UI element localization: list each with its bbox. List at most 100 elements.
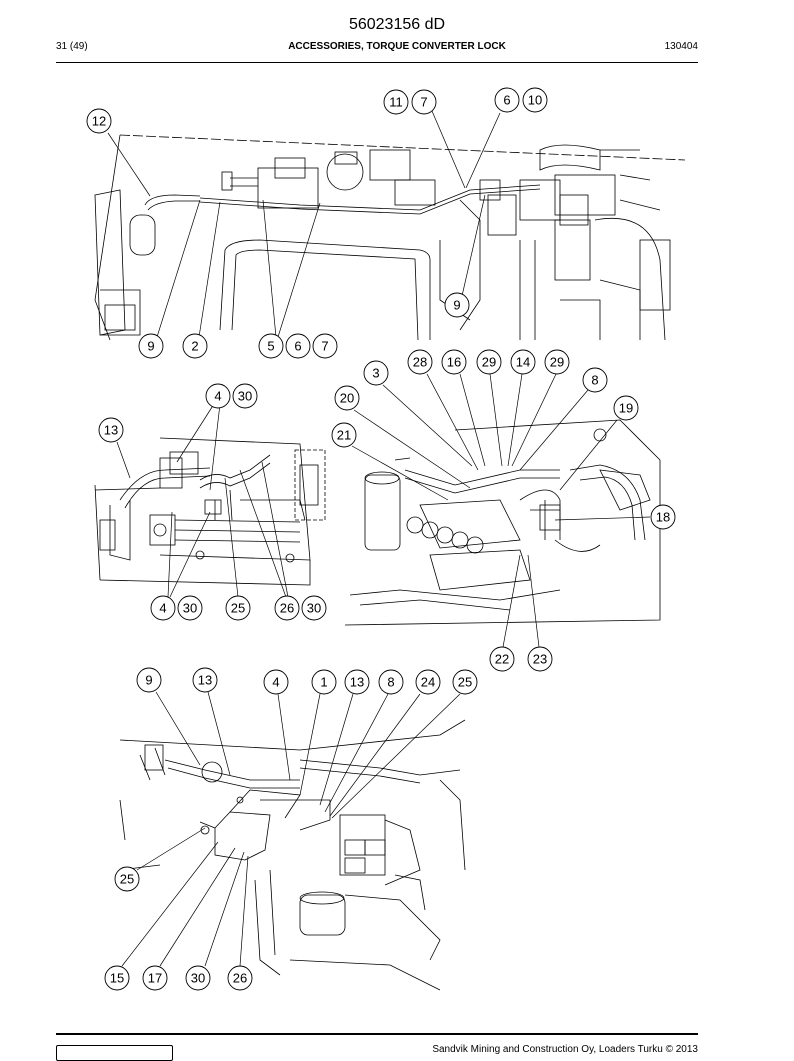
callout-bubble: 13 [98, 417, 124, 443]
callout-bubble: 4 [205, 383, 231, 409]
lower-illustration [119, 719, 466, 991]
callout-label: 9 [145, 673, 152, 688]
callout-label: 22 [495, 652, 509, 667]
callout-bubble: 25 [452, 669, 478, 695]
callout-bubble: 26 [227, 965, 253, 991]
callout-label: 5 [267, 339, 274, 354]
document-number: 56023156 dD [348, 16, 446, 33]
reference-code: 130404 [664, 41, 698, 52]
callout-label: 23 [533, 652, 547, 667]
footer-copyright: Sandvik Mining and Construction Oy, Load… [432, 1044, 698, 1055]
callout-bubble: 13 [192, 667, 218, 693]
callout-bubble: 29 [476, 349, 502, 375]
callout-bubble: 30 [232, 383, 258, 409]
callout-bubble: 19 [613, 395, 639, 421]
callout-label: 16 [447, 355, 461, 370]
callout-label: 30 [238, 389, 252, 404]
callout-bubble: 2 [182, 333, 208, 359]
callout-label: 12 [92, 114, 106, 129]
callout-label: 7 [420, 95, 427, 110]
callout-bubble: 10 [522, 87, 548, 113]
callout-bubble: 14 [510, 349, 536, 375]
callout-label: 3 [372, 366, 379, 381]
callout-label: 26 [280, 601, 294, 616]
callout-label: 13 [198, 673, 212, 688]
callout-label: 18 [656, 510, 670, 525]
callouts: 12 11 7 6 10 9 9 2 5 6 7 13 4 30 4 30 25… [86, 87, 676, 991]
callout-bubble: 24 [415, 669, 441, 695]
callout-label: 30 [191, 971, 205, 986]
callout-label: 25 [458, 675, 472, 690]
callout-label: 15 [110, 971, 124, 986]
section-title: ACCESSORIES, TORQUE CONVERTER LOCK [288, 41, 506, 52]
callout-bubble: 26 [274, 595, 300, 621]
callout-bubble: 4 [263, 669, 289, 695]
callout-label: 29 [482, 355, 496, 370]
callout-label: 6 [294, 339, 301, 354]
callout-label: 4 [159, 601, 166, 616]
callout-bubble: 6 [285, 333, 311, 359]
callout-label: 8 [387, 675, 394, 690]
callout-bubble: 1 [311, 669, 337, 695]
callout-label: 20 [340, 391, 354, 406]
callout-bubble: 25 [114, 866, 140, 892]
callout-label: 4 [272, 675, 279, 690]
callout-bubble: 9 [138, 333, 164, 359]
callout-label: 17 [148, 971, 162, 986]
callout-label: 26 [233, 971, 247, 986]
callout-bubble: 9 [444, 292, 470, 318]
callout-bubble: 8 [582, 367, 608, 393]
callout-label: 1 [320, 675, 327, 690]
callout-label: 28 [413, 355, 427, 370]
callout-label: 21 [337, 428, 351, 443]
callout-bubble: 11 [383, 89, 409, 115]
callout-label: 30 [307, 601, 321, 616]
callout-bubble: 18 [650, 504, 676, 530]
callout-bubble: 16 [441, 349, 467, 375]
callout-label: 13 [350, 675, 364, 690]
callout-bubble: 17 [142, 965, 168, 991]
callout-bubble: 22 [489, 646, 515, 672]
callout-label: 25 [231, 601, 245, 616]
callout-bubble: 21 [331, 422, 357, 448]
page-number: 31 (49) [56, 41, 88, 52]
callout-label: 6 [503, 93, 510, 108]
callout-label: 9 [147, 339, 154, 354]
callout-bubble: 12 [86, 108, 112, 134]
callout-bubble: 7 [312, 333, 338, 359]
callout-bubble: 15 [104, 965, 130, 991]
callout-bubble: 8 [378, 669, 404, 695]
callout-bubble: 25 [225, 595, 251, 621]
callout-bubble: 7 [411, 89, 437, 115]
callout-bubble: 20 [334, 385, 360, 411]
callout-label: 8 [591, 373, 598, 388]
callout-label: 14 [516, 355, 530, 370]
footer-rule [56, 1033, 698, 1035]
callout-bubble: 13 [344, 669, 370, 695]
callout-label: 13 [104, 423, 118, 438]
callout-bubble: 28 [407, 349, 433, 375]
callout-label: 9 [453, 298, 460, 313]
callout-label: 7 [321, 339, 328, 354]
leader-lines [107, 110, 651, 967]
callout-bubble: 6 [494, 87, 520, 113]
callout-label: 10 [528, 93, 542, 108]
upper-illustration [94, 134, 686, 341]
callout-label: 11 [389, 95, 403, 110]
callout-bubble: 30 [301, 595, 327, 621]
callout-bubble: 23 [527, 646, 553, 672]
callout-label: 30 [183, 601, 197, 616]
callout-label: 2 [191, 339, 198, 354]
callout-label: 24 [421, 675, 435, 690]
header-rule [56, 62, 698, 63]
callout-bubble: 5 [258, 333, 284, 359]
mid-left-illustration [94, 437, 326, 586]
callout-bubble: 29 [544, 349, 570, 375]
brand-logo [56, 1045, 173, 1061]
callout-bubble: 4 [150, 595, 176, 621]
callout-bubble: 30 [177, 595, 203, 621]
callout-label: 29 [550, 355, 564, 370]
callout-bubble: 9 [136, 667, 162, 693]
callout-label: 4 [214, 389, 221, 404]
